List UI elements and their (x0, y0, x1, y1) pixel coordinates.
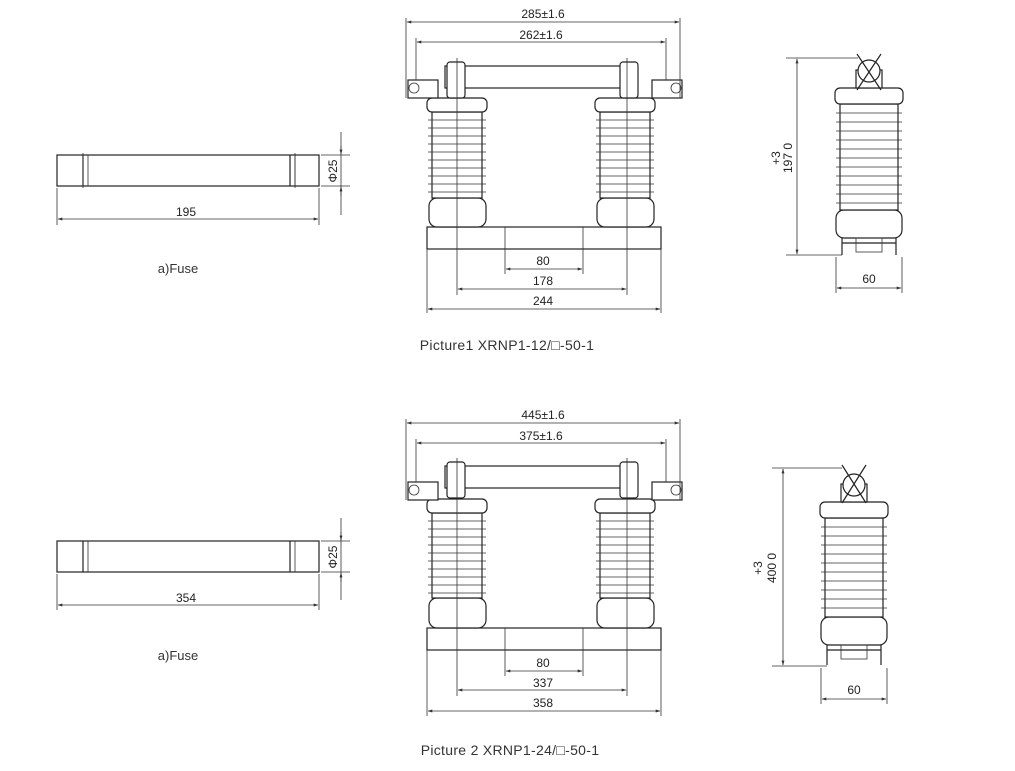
overall-width-label: 445±1.6 (521, 408, 565, 422)
overall-width-label: 285±1.6 (521, 7, 565, 21)
picture1-fuse-view: 195 Φ25 a)Fuse (56, 132, 350, 276)
inner-width-label: 375±1.6 (519, 429, 563, 443)
side-width-label: 60 (862, 272, 876, 286)
picture1-caption: Picture1 XRNP1-12/□-50-1 (420, 337, 594, 353)
fuse-diameter-label: Φ25 (326, 159, 340, 182)
side-height-tolerance: +3 (751, 561, 765, 575)
side-height-label: 197 0 (781, 143, 795, 173)
picture2-caption: Picture 2 XRNP1-24/□-50-1 (421, 742, 600, 758)
side-height-label: 400 0 (765, 553, 779, 583)
picture2-side-view: +3 400 0 60 (751, 464, 889, 704)
picture1-side-view: +3 197 0 60 (769, 53, 904, 293)
base-plate (426, 627, 662, 651)
picture1-front-view: 285±1.6 262±1.6 80 178 244 (405, 7, 683, 313)
fuse-tube (56, 540, 320, 573)
fuse-bar (444, 465, 631, 489)
fuse-caption: a)Fuse (158, 261, 198, 276)
fuse-bar (444, 65, 631, 89)
side-insulator (824, 517, 884, 618)
fuse-length-label: 354 (176, 591, 196, 605)
insulator-right (599, 111, 651, 199)
side-height-tolerance: +3 (769, 151, 783, 165)
base-length-label: 358 (533, 696, 553, 710)
base-plate (426, 226, 662, 250)
fuse-caption: a)Fuse (158, 648, 198, 663)
fuse-diameter-label: Φ25 (326, 545, 340, 568)
mount-spacing-label: 178 (533, 274, 553, 288)
base-length-label: 244 (533, 294, 553, 308)
mount-spacing-label: 337 (533, 676, 553, 690)
fuse-length-label: 195 (176, 205, 196, 219)
fuse-tube (56, 154, 320, 187)
base-slot-label: 80 (536, 656, 550, 670)
insulator-right (599, 512, 651, 599)
picture2-fuse-view: 354 Φ25 a)Fuse (56, 518, 350, 663)
inner-width-label: 262±1.6 (519, 28, 563, 42)
side-width-label: 60 (847, 683, 861, 697)
base-slot-label: 80 (536, 254, 550, 268)
picture2-front-view: 445±1.6 375±1.6 80 337 358 (405, 408, 683, 716)
